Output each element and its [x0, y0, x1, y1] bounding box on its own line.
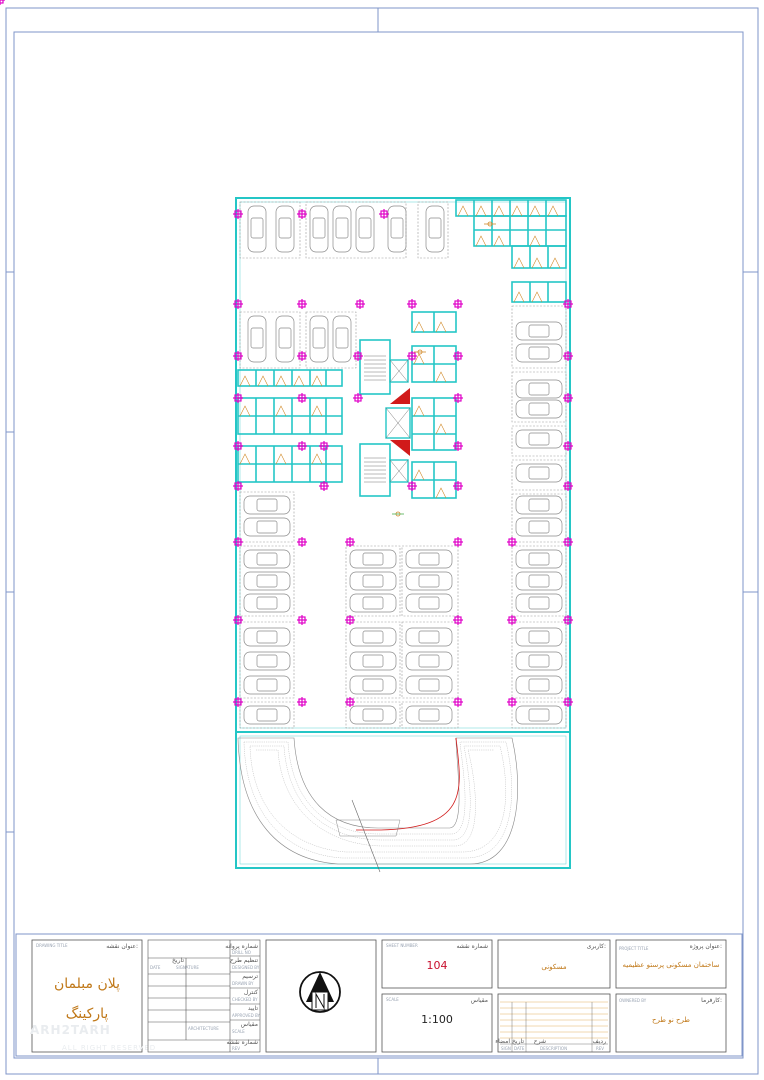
rev-header-description: DESCRIPTION	[540, 1046, 567, 1051]
sig-row7-fa: شماره نقشه	[226, 1039, 258, 1046]
parking-floor-plan	[0, 0, 574, 873]
sig-row5-en: APPROVED BY	[232, 1013, 261, 1018]
scale-cell: SCALE مقیاس 1:100	[381, 993, 493, 1053]
storage-cells	[237, 199, 567, 499]
drawing-title-line1: پلان مبلمان	[54, 976, 120, 992]
sig-date-fa: تاریخ	[172, 957, 184, 964]
sig-row4-en: CHECKED BY	[232, 997, 258, 1002]
north-arrow-icon	[299, 971, 341, 1013]
usage-value: مسکونی	[541, 963, 567, 971]
sheet-number-label-en: SHEET NUMBER	[386, 943, 418, 948]
sig-architecture-label: ARCHITECTURE	[188, 1026, 219, 1031]
stair-core	[359, 339, 411, 497]
scale-label-fa: مقیاس	[471, 997, 488, 1004]
signature-table	[147, 939, 261, 1053]
scale-label-en: SCALE	[386, 997, 399, 1002]
usage-label-fa: کاربری:	[587, 943, 606, 950]
north-arrow-cell	[265, 939, 377, 1053]
sig-date-label: DATE	[150, 965, 161, 970]
signature-labels: شماره پروانه DRILL NO تنظیم طرح DESIGNED…	[150, 943, 261, 1051]
parked-cars-horizontal	[243, 321, 563, 725]
drawing-title-label-fa: عنوان نقشه:	[106, 943, 138, 950]
sig-row4-fa: کنترل	[244, 989, 258, 996]
curved-ramp	[237, 737, 518, 873]
watermark-line1: ARH2TARH	[30, 1023, 111, 1037]
sig-row6-fa: مقیاس	[241, 1021, 258, 1028]
sig-row6-en: SCALE	[232, 1029, 245, 1034]
structural-columns	[0, 0, 574, 708]
drawing-title-label-en: DRAWING TITLE	[36, 943, 68, 948]
sig-signature-label: SIGNATURE	[176, 965, 199, 970]
rev-header-sign: SIGN	[501, 1046, 511, 1051]
project-title-value: ساختمان مسکونی پرستو عظیمیه	[622, 961, 719, 969]
drawing-title-line2: پارکینگ	[66, 1005, 109, 1022]
sig-row1-fa: شماره پروانه	[225, 943, 258, 950]
project-label-en: PROJECT TITLE	[619, 946, 649, 951]
client-cell: OWNERED BY کارفرما: طرح نو طرح	[615, 993, 727, 1053]
drawing-title-cell: DRAWING TITLE عنوان نقشه: پلان مبلمان پا…	[30, 939, 156, 1053]
client-value: طرح نو طرح	[652, 1016, 690, 1024]
parked-cars-vertical	[247, 205, 445, 363]
scale-value: 1:100	[421, 1013, 453, 1026]
sig-row5-fa: تایید	[248, 1005, 258, 1012]
revision-table: SIGN DATE DESCRIPTION REV امضاء تاریخ شر…	[495, 993, 611, 1053]
level-markers	[392, 221, 496, 517]
client-label-en: OWNERED BY	[619, 998, 647, 1003]
sig-row3-en: DRAWN BY	[232, 981, 254, 986]
sig-row2-fa: تنظیم طرح	[230, 957, 258, 964]
rev-header-date-fa: تاریخ	[512, 1038, 524, 1045]
title-block: DRAWING TITLE عنوان نقشه: پلان مبلمان پا…	[15, 933, 743, 1057]
client-label-fa: کارفرما:	[701, 997, 722, 1004]
rev-header-description-fa: شرح	[534, 1038, 546, 1045]
parking-slot-groups	[239, 201, 567, 729]
sheet-number-cell: SHEET NUMBER شماره نقشه 104	[381, 939, 493, 989]
sig-row2-en: DESIGNED BY	[232, 965, 260, 970]
watermark-line2: ALL RIGHT RESERVED	[62, 1044, 156, 1052]
sig-row1-en: DRILL NO	[232, 950, 251, 955]
rev-header-rev-fa: ردیف	[593, 1038, 607, 1045]
rev-header-date: DATE	[514, 1046, 525, 1051]
usage-cell: کاربری: مسکونی	[497, 939, 611, 989]
project-title-cell: PROJECT TITLE عنوان پروژه: ساختمان مسکون…	[615, 939, 727, 989]
sig-row3-fa: ترسیم	[242, 973, 258, 980]
sheet-number-value: 104	[427, 959, 448, 972]
rev-header-sign-fa: امضاء	[495, 1038, 510, 1045]
rev-header-rev: REV	[596, 1046, 604, 1051]
sig-row7-en: REV	[232, 1046, 240, 1051]
sheet-number-label-fa: شماره نقشه	[456, 943, 488, 950]
sheet-frame	[5, 7, 759, 1075]
project-label-fa: عنوان پروژه:	[690, 943, 722, 950]
outer-wall	[235, 197, 571, 869]
